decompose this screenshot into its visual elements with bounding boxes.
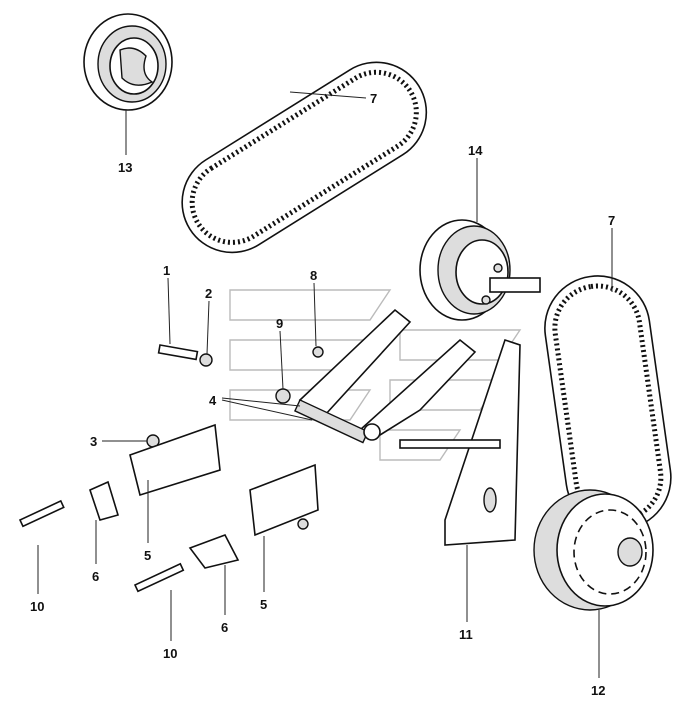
- pulley-bottom: [533, 489, 654, 611]
- tensioner-arm: [293, 308, 477, 444]
- callout-1: 1: [163, 263, 170, 278]
- callout-12: 12: [591, 683, 605, 698]
- callout-5-right: 5: [260, 597, 267, 612]
- callout-6-left: 6: [92, 569, 99, 584]
- callout-6-right: 6: [221, 620, 228, 635]
- support: [399, 338, 521, 546]
- callout-7-right: 7: [608, 213, 615, 228]
- callout-13: 13: [118, 160, 132, 175]
- callout-4: 4: [209, 393, 217, 408]
- callout-5-left: 5: [144, 548, 151, 563]
- pulley-mid: [419, 219, 541, 321]
- callout-3: 3: [90, 434, 97, 449]
- leader-lines: [37, 91, 613, 678]
- callout-2: 2: [205, 286, 212, 301]
- small-parts: [18, 344, 324, 593]
- callout-9: 9: [276, 316, 283, 331]
- callout-7-top: 7: [370, 91, 377, 106]
- pulley-top: [83, 13, 173, 111]
- callout-10-left: 10: [30, 599, 44, 614]
- belt-right: [544, 275, 672, 531]
- callout-14: 14: [468, 143, 483, 158]
- belt-top: [181, 61, 428, 254]
- callout-10-right: 10: [163, 646, 177, 661]
- callout-11: 11: [459, 627, 473, 642]
- callout-8: 8: [310, 268, 317, 283]
